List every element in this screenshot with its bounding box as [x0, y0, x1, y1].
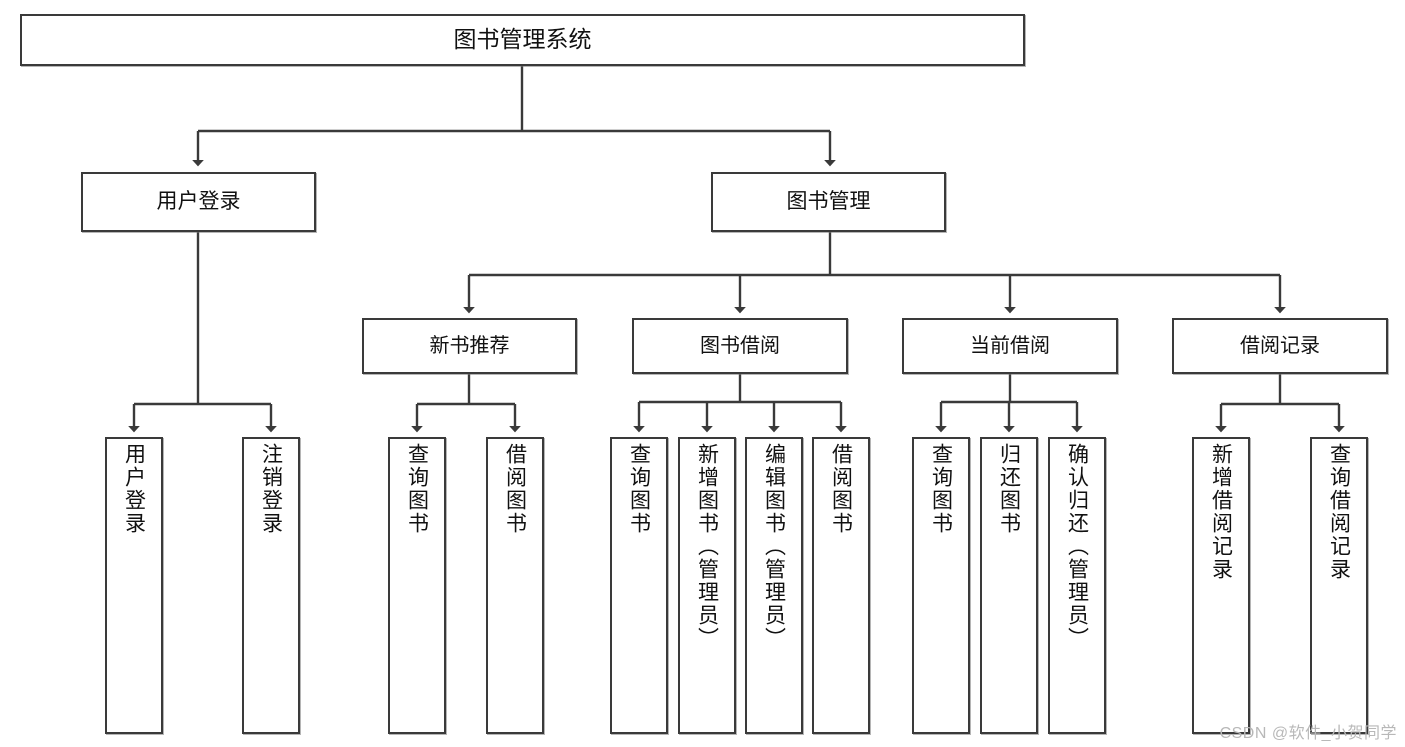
node-label: 查询图书 [405, 443, 429, 535]
leaf-borrow-query-book[interactable]: 查询图书 [610, 437, 668, 734]
node-label: 新书推荐 [429, 334, 510, 357]
node-label: 确认归还（管理员） [1065, 443, 1089, 650]
leaf-record-add-record[interactable]: 新增借阅记录 [1192, 437, 1250, 734]
node-label: 图书借阅 [700, 334, 780, 357]
node-user-login[interactable]: 用户登录 [81, 172, 316, 232]
leaf-borrow-edit-book-admin[interactable]: 编辑图书（管理员） [745, 437, 803, 734]
node-label: 归还图书 [997, 443, 1021, 535]
node-label: 查询借阅记录 [1327, 443, 1351, 581]
node-label: 新增图书（管理员） [695, 443, 719, 650]
leaf-current-query-book[interactable]: 查询图书 [912, 437, 970, 734]
node-borrow-record[interactable]: 借阅记录 [1172, 318, 1388, 374]
watermark-text: CSDN @软件_小贺同学 [1219, 725, 1397, 742]
node-label: 注销登录 [259, 443, 283, 535]
node-current-borrow[interactable]: 当前借阅 [902, 318, 1118, 374]
node-root-system[interactable]: 图书管理系统 [20, 14, 1025, 66]
node-label: 查询图书 [929, 443, 953, 535]
leaf-recommend-borrow-book[interactable]: 借阅图书 [486, 437, 544, 734]
leaf-current-confirm-return-admin[interactable]: 确认归还（管理员） [1048, 437, 1106, 734]
node-label: 借阅记录 [1240, 334, 1320, 357]
leaf-user-logout[interactable]: 注销登录 [242, 437, 300, 734]
leaf-borrow-borrow-book[interactable]: 借阅图书 [812, 437, 870, 734]
node-label: 用户登录 [122, 443, 146, 535]
node-label: 当前借阅 [970, 334, 1050, 357]
leaf-borrow-add-book-admin[interactable]: 新增图书（管理员） [678, 437, 736, 734]
node-label: 用户登录 [156, 190, 241, 214]
node-book-management[interactable]: 图书管理 [711, 172, 946, 232]
node-new-book-recommend[interactable]: 新书推荐 [362, 318, 577, 374]
node-label: 查询图书 [627, 443, 651, 535]
node-book-borrow[interactable]: 图书借阅 [632, 318, 848, 374]
leaf-recommend-query-book[interactable]: 查询图书 [388, 437, 446, 734]
node-label: 图书管理 [786, 190, 871, 214]
leaf-record-query-record[interactable]: 查询借阅记录 [1310, 437, 1368, 734]
leaf-current-return-book[interactable]: 归还图书 [980, 437, 1038, 734]
node-label: 新增借阅记录 [1209, 443, 1233, 581]
leaf-user-login[interactable]: 用户登录 [105, 437, 163, 734]
node-label: 图书管理系统 [453, 26, 592, 53]
node-label: 借阅图书 [829, 443, 853, 535]
node-label: 借阅图书 [503, 443, 527, 535]
node-label: 编辑图书（管理员） [762, 443, 786, 650]
